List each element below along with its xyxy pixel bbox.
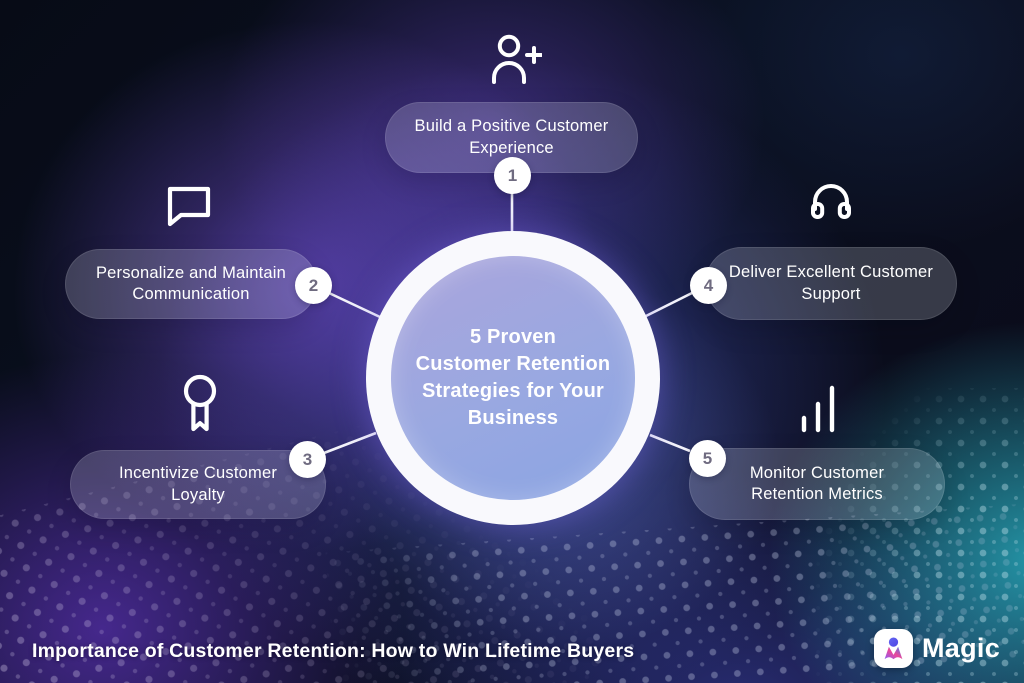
connector-line-5 bbox=[649, 433, 691, 453]
strategy-badge-3: 3 bbox=[289, 441, 326, 478]
user-plus-icon bbox=[484, 31, 542, 85]
headphones-icon bbox=[808, 179, 854, 223]
strategy-label-3: Incentivize Customer Loyalty bbox=[118, 464, 278, 504]
strategy-pill-3: Incentivize Customer Loyalty bbox=[70, 450, 326, 519]
brand-name: Magic bbox=[922, 633, 1001, 663]
strategy-label-5: Monitor Customer Retention Metrics bbox=[749, 463, 885, 503]
chat-bubble-icon bbox=[163, 178, 215, 230]
connector-line-4 bbox=[645, 291, 693, 318]
brand-logo: Magic bbox=[874, 629, 1000, 668]
magic-logo-icon bbox=[874, 629, 913, 668]
strategy-pill-5: Monitor Customer Retention Metrics bbox=[689, 448, 945, 520]
bar-chart-icon bbox=[796, 385, 838, 433]
connector-line-2 bbox=[328, 291, 381, 319]
footer-title: Importance of Customer Retention: How to… bbox=[32, 640, 635, 662]
strategy-pill-4: Deliver Excellent Customer Support bbox=[705, 247, 957, 320]
center-circle-inner: 5 Proven Customer Retention Strategies f… bbox=[391, 256, 635, 500]
connector-line-3 bbox=[323, 431, 377, 455]
strategy-badge-5: 5 bbox=[689, 440, 726, 477]
strategy-badge-4: 4 bbox=[690, 267, 727, 304]
award-ribbon-icon bbox=[176, 372, 224, 434]
strategy-label-2: Personalize and Maintain Communication bbox=[95, 263, 287, 303]
center-circle: 5 Proven Customer Retention Strategies f… bbox=[366, 231, 660, 525]
strategy-badge-1: 1 bbox=[494, 157, 531, 194]
strategy-label-4: Deliver Excellent Customer Support bbox=[728, 263, 934, 303]
strategy-pill-2: Personalize and Maintain Communication bbox=[65, 249, 317, 319]
center-title: 5 Proven Customer Retention Strategies f… bbox=[415, 325, 611, 430]
strategy-label-1: Build a Positive Customer Experience bbox=[414, 117, 609, 157]
strategy-badge-2: 2 bbox=[295, 267, 332, 304]
